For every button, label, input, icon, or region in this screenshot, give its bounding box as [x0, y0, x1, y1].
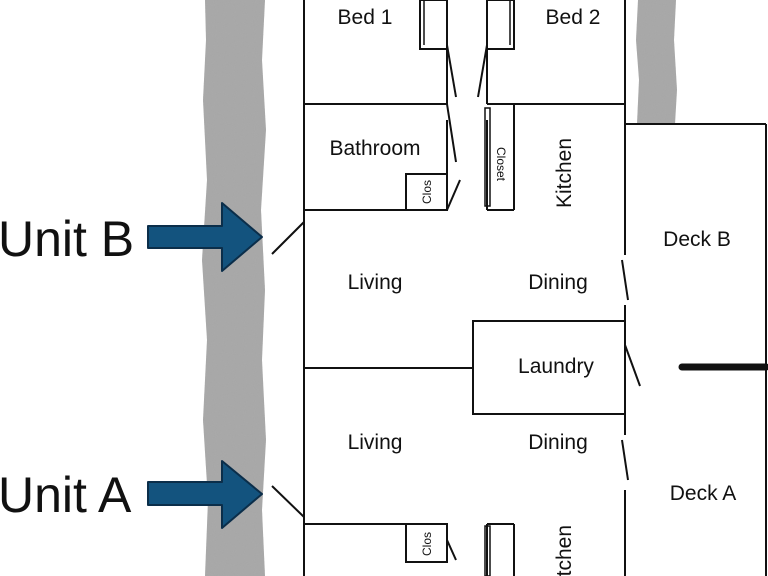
- unit-a-arrow: [147, 460, 263, 529]
- room-label-living-a: Living: [348, 431, 403, 454]
- room-label-kitchen-b: Kitchen: [553, 138, 576, 208]
- door-swings: [271, 44, 641, 561]
- room-label-laundry: Laundry: [518, 355, 594, 378]
- room-label-bed1: Bed 1: [338, 6, 393, 29]
- walkway-path: [202, 0, 266, 576]
- unit-b-arrow: [147, 202, 263, 272]
- room-label-bed2: Bed 2: [546, 6, 601, 29]
- room-label-deck-b: Deck B: [663, 228, 731, 251]
- room-label-bathroom: Bathroom: [329, 137, 420, 160]
- room-label-dining-b: Dining: [528, 271, 588, 294]
- closet-label-hall: Closet: [494, 147, 508, 182]
- unit-b-label: Unit B: [0, 211, 134, 267]
- closet-doors: [423, 0, 511, 576]
- room-label-kitchen-a: Kitchen: [553, 525, 576, 576]
- side-path: [636, 0, 677, 124]
- closet-label-bath: Clos: [420, 180, 434, 204]
- room-label-living-b: Living: [348, 271, 403, 294]
- room-label-deck-a: Deck A: [670, 482, 737, 505]
- room-label-dining-a: Dining: [528, 431, 588, 454]
- unit-a-label: Unit A: [0, 467, 132, 523]
- closet-label-unit-a: Clos: [420, 532, 434, 556]
- closets: [405, 0, 515, 563]
